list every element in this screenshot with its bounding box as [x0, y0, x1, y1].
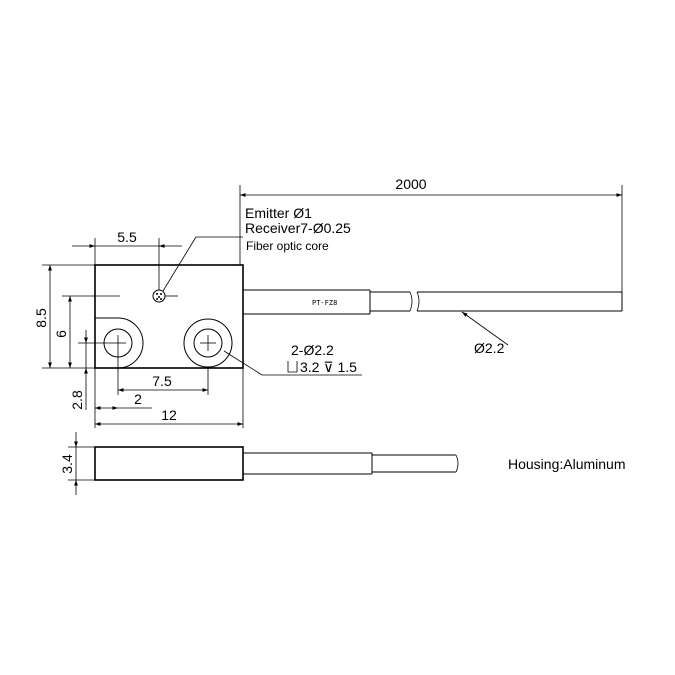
top-view: PT-FZ8 [94, 264, 623, 369]
sensor-body [94, 264, 244, 369]
cable-length-label: 2000 [395, 176, 426, 192]
hole-x-label: 2 [134, 391, 142, 407]
holes-label: 2-Ø2.2 [291, 342, 334, 358]
counterbore-label: 3.2 ⊽ 1.5 [300, 359, 357, 375]
cable-length-dimension: 2000 [239, 176, 623, 292]
thickness-label: 3.4 [59, 454, 75, 474]
height-label: 8.5 [33, 308, 49, 328]
hole-offset-dimension: 2.8 [69, 330, 110, 410]
mounting-slot [95, 317, 144, 369]
core-label: Fiber optic core [246, 239, 329, 253]
hole-height-label: 6 [53, 330, 69, 338]
height-dimension: 8.5 [33, 264, 95, 369]
side-view [94, 446, 459, 481]
sensor-body-side [94, 446, 244, 481]
width-label: 12 [161, 407, 177, 423]
fiber-offset-dimension: 5.5 [72, 229, 182, 290]
hole-callout: 2-Ø2.2 3.2 ⊽ 1.5 [223, 342, 362, 376]
model-label: PT-FZ8 [312, 299, 337, 307]
hole-height-dimension: 6 [53, 295, 100, 368]
hole-spacing-dimension: 7.5 [117, 351, 209, 395]
width-dimension: 12 [95, 368, 244, 428]
hole-x-dimension: 2 [94, 368, 152, 428]
housing-label: Housing:Aluminum [508, 456, 626, 472]
hole-spacing-label: 7.5 [152, 373, 172, 389]
mounting-hole-right [193, 328, 223, 358]
thickness-dimension: 3.4 [59, 432, 95, 495]
cable-diameter-callout: Ø2.2 [461, 311, 509, 356]
cable-diameter-label: Ø2.2 [474, 340, 505, 356]
hole-offset-label: 2.8 [69, 390, 85, 410]
fiber-core-callout: Emitter Ø1 Receiver7-Ø0.25 Fiber optic c… [162, 205, 351, 292]
fiber-offset-label: 5.5 [117, 229, 137, 245]
receiver-label: Receiver7-Ø0.25 [245, 220, 351, 236]
emitter-label: Emitter Ø1 [245, 205, 312, 221]
